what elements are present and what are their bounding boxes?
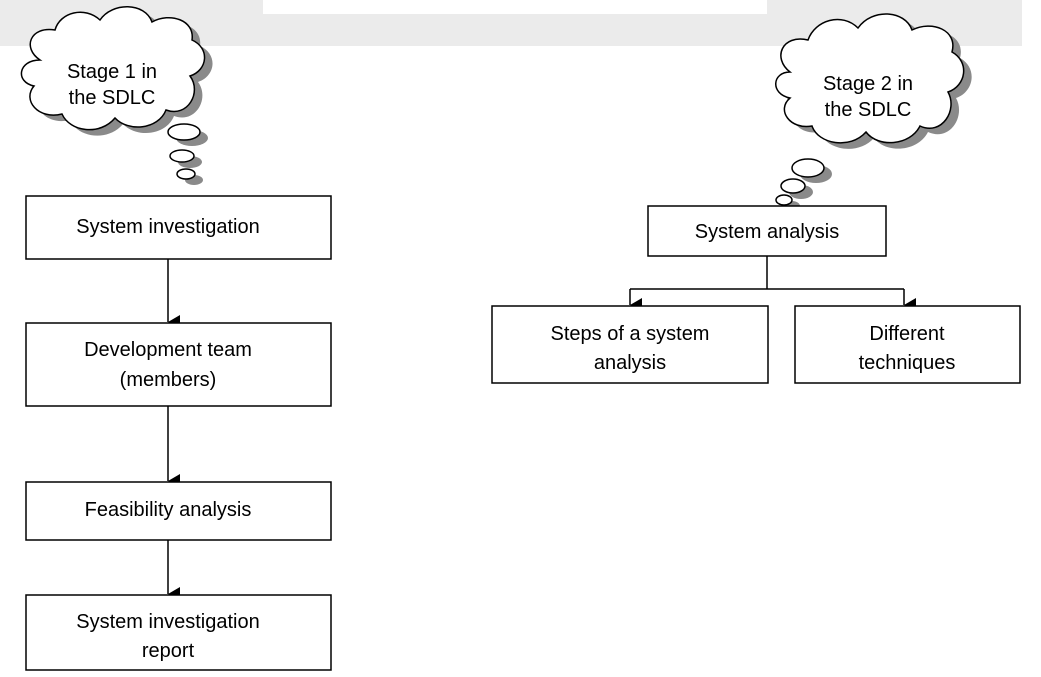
stage1-cloud-bubble [167, 123, 201, 141]
box-investigation-report [25, 594, 332, 671]
stage1-cloud-body [20, 6, 206, 131]
stage1-cloud-label-line1: Stage 1 in [67, 61, 157, 83]
stage1-labels: System investigation Development team (m… [76, 216, 259, 662]
stage2-tree [491, 205, 1021, 384]
stage2-cloud-body [775, 13, 965, 144]
box-label: Steps of a system [551, 323, 710, 345]
box-label: Development team [84, 339, 252, 361]
stage1-flow [25, 195, 332, 671]
stage2-cloud-label-line2: the SDLC [825, 99, 912, 121]
stage1-cloud: Stage 1 in the SDLC [20, 6, 213, 185]
box-label: Feasibility analysis [85, 499, 252, 521]
stage1-cloud-bubble [176, 168, 196, 180]
box-label: System investigation [76, 611, 259, 633]
box-label: System analysis [695, 221, 840, 243]
stage1-cloud-bubble [169, 149, 195, 163]
stage2-cloud-bubble [791, 158, 825, 178]
box-label: (members) [120, 369, 217, 391]
box-system-investigation [25, 195, 332, 260]
box-label: techniques [859, 352, 956, 374]
stage1-cloud-label-line2: the SDLC [69, 87, 156, 109]
box-label: Different [869, 323, 945, 345]
box-steps-of-system-analysis [491, 305, 769, 384]
stage2-cloud-bubble [775, 194, 793, 206]
box-label: report [142, 640, 195, 662]
box-development-team [25, 322, 332, 407]
box-label: analysis [594, 352, 666, 374]
stage2-cloud: Stage 2 in the SDLC [775, 13, 972, 211]
stage2-labels: System analysis Steps of a system analys… [551, 221, 956, 374]
box-feasibility-analysis [25, 481, 332, 541]
box-label: System investigation [76, 216, 259, 238]
box-different-techniques [794, 305, 1021, 384]
stage2-cloud-label-line1: Stage 2 in [823, 73, 913, 95]
box-system-analysis [647, 205, 887, 257]
stage2-cloud-bubble [780, 178, 806, 194]
